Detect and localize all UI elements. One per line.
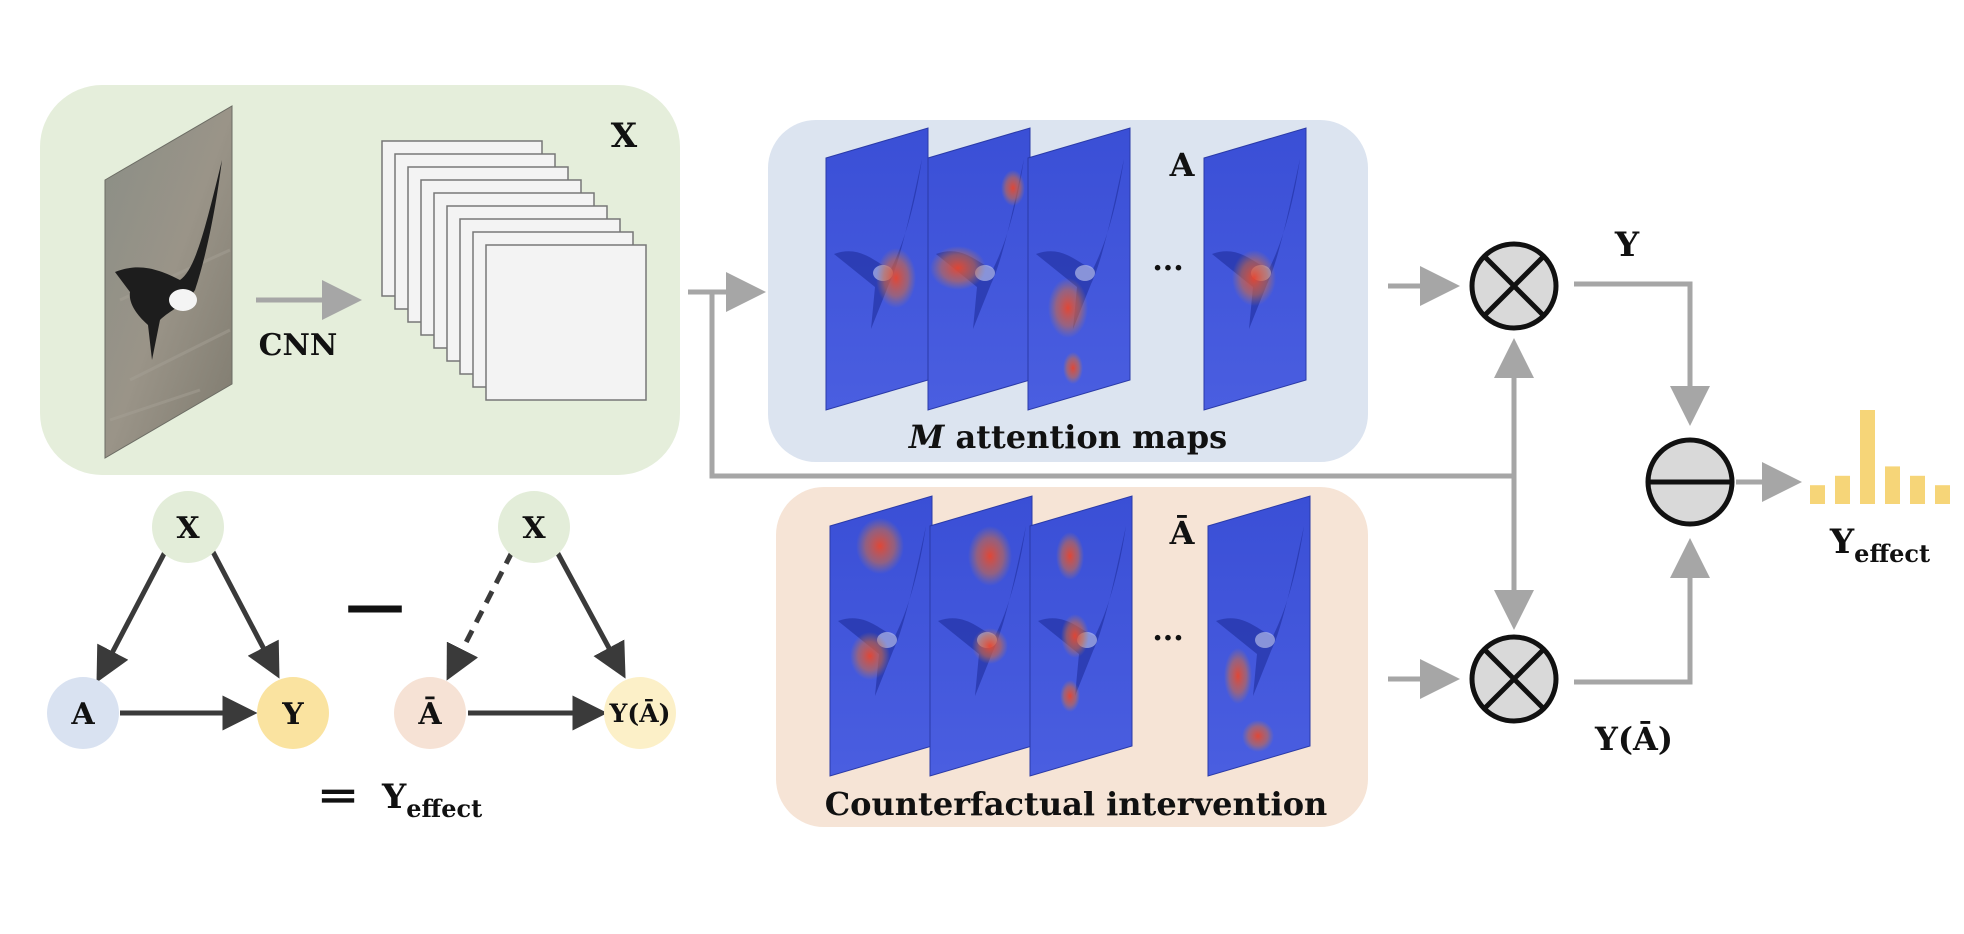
node-x-label: X [176, 511, 200, 546]
y-abar-output-label: Y(Ā) [1594, 720, 1673, 758]
node-a-label: A [70, 697, 95, 732]
node-x-cf [498, 491, 570, 563]
counterfactual-title: Counterfactual intervention [825, 785, 1328, 823]
effect-bar [1835, 475, 1850, 504]
node-y [257, 677, 329, 749]
causal-graph-counterfactual: X Ā Y(Ā) [394, 491, 676, 749]
effect-bar [1810, 485, 1825, 504]
node-y-abar [604, 677, 676, 749]
heatmap-frame [929, 495, 1033, 777]
heatmap-frame [1203, 127, 1307, 411]
counterfactual-maps [829, 495, 1311, 777]
attention-title: M attention maps [908, 418, 1227, 456]
attention-maps [825, 127, 1307, 411]
attention-ellipsis: ... [1152, 243, 1183, 278]
counterfactual-ellipsis: ... [1152, 613, 1183, 648]
subtract-operator [1645, 437, 1735, 527]
attention-a-label: A [1169, 146, 1196, 184]
node-x [152, 491, 224, 563]
connectors [688, 266, 1802, 699]
heatmap-frame [825, 127, 929, 411]
y-effect-label: Yeffect [1829, 522, 1930, 568]
multiply-operator-bottom [1469, 634, 1559, 724]
effect-bar [1910, 475, 1925, 504]
effect-bar [1860, 410, 1875, 504]
bird-shape [115, 160, 222, 360]
feature-map-layer [485, 244, 647, 401]
effect-bar-chart [1810, 410, 1950, 504]
causal-graph-factual: X A Y [47, 491, 329, 749]
y-output-label: Y [1614, 225, 1640, 265]
feature-x-label: X [611, 116, 638, 156]
equation-y-effect: Yeffect [381, 777, 482, 823]
node-a [47, 677, 119, 749]
heatmap-frame [1029, 495, 1133, 777]
heatmap-frame [1207, 495, 1311, 777]
feature-map-stack [381, 140, 647, 401]
multiply-operator-top [1469, 241, 1559, 331]
graph-minus-sign: — [345, 570, 405, 640]
counterfactual-abar-label: Ā [1169, 514, 1196, 552]
equation-equals: ═ [321, 766, 354, 827]
heatmap-frame [927, 127, 1031, 411]
effect-bar [1935, 485, 1950, 504]
node-abar-label: Ā [417, 696, 442, 732]
input-image [104, 105, 233, 459]
heatmap-frame [829, 495, 933, 777]
cnn-label: CNN [259, 328, 338, 363]
heatmap-frame [1027, 127, 1131, 411]
effect-bar [1885, 466, 1900, 504]
node-abar [394, 677, 466, 749]
node-x-cf-label: X [522, 511, 546, 546]
node-y-label: Y [281, 697, 304, 732]
node-y-abar-label: Y(Ā) [609, 699, 671, 728]
